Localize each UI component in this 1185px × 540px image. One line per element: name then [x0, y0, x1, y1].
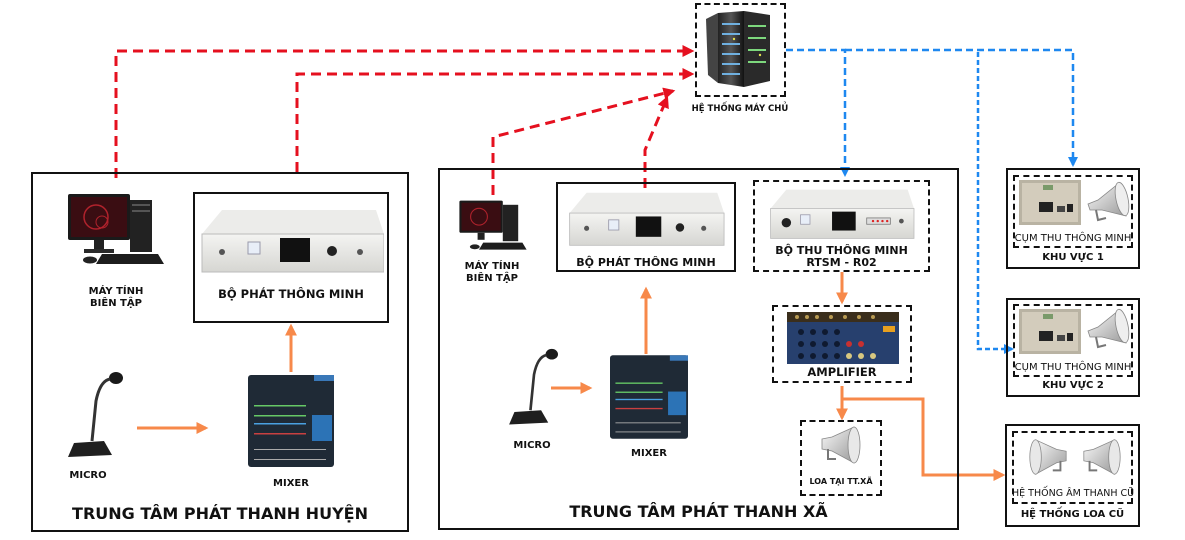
- loudspeaker-icon: [1029, 439, 1067, 475]
- server-box[interactable]: [695, 3, 786, 97]
- commune-center-title: TRUNG TÂM PHÁT THANH XÃ: [569, 502, 828, 521]
- loudspeaker-icon: [821, 426, 861, 464]
- link-district-computer-to-server: [114, 45, 695, 178]
- commune-receiver-label: BỘ THU THÔNG MINH RTSM - R02: [753, 245, 930, 269]
- audio-mixer-icon: [248, 375, 334, 467]
- commune-micro-label: MICRO: [513, 440, 551, 451]
- commune-center-box[interactable]: [438, 168, 959, 530]
- zone-2-title: KHU VỰC 2: [1042, 380, 1104, 391]
- zone-1-title: KHU VỰC 1: [1042, 252, 1104, 263]
- commune-computer-label-line1: MÁY TÍNH: [464, 261, 520, 272]
- receiver-cabinet-icon: [1019, 309, 1081, 354]
- amplifier-icon: [787, 312, 899, 364]
- zone-2-inner-label: CỤM THU THÔNG MINH: [1014, 362, 1132, 373]
- link-server-to-receiver: [786, 48, 850, 177]
- district-computer-label: MÁY TÍNH BIÊN TẬP: [66, 286, 166, 310]
- desktop-computer-icon: [68, 194, 164, 264]
- commune-local-speaker-box[interactable]: [800, 420, 882, 496]
- district-center-box[interactable]: [31, 172, 409, 532]
- commune-computer-label: MÁY TÍNH BIÊN TẬP: [452, 261, 532, 285]
- zone-2-box[interactable]: [1006, 298, 1140, 397]
- receiver-cabinet-icon: [1019, 180, 1081, 225]
- loudspeaker-icon: [1083, 439, 1121, 475]
- legacy-inner-label: HỆ THỐNG ÂM THANH CŨ: [1012, 488, 1135, 499]
- rack-transmitter-icon: [569, 192, 725, 246]
- zone-1-inner-label: CỤM THU THÔNG MINH: [1014, 233, 1132, 244]
- microphone-icon: [509, 348, 558, 425]
- loudspeaker-icon: [1087, 181, 1130, 222]
- rack-transmitter-icon: [201, 210, 384, 273]
- legacy-title: HỆ THỐNG LOA CŨ: [1020, 509, 1125, 520]
- server-label: HỆ THỐNG MÁY CHỦ: [691, 104, 789, 114]
- zone-1-inner-box: [1013, 175, 1133, 248]
- commune-local-speaker-label: LOA TẠI TT.XÃ: [809, 477, 873, 486]
- commune-mixer-label: MIXER: [631, 448, 667, 459]
- commune-transmitter-label: BỘ PHÁT THÔNG MINH: [576, 256, 716, 269]
- zone-2-inner-box: [1013, 304, 1133, 377]
- legacy-system-box[interactable]: [1005, 424, 1140, 527]
- district-computer-label-line1: MÁY TÍNH: [88, 286, 144, 297]
- desktop-computer-icon: [459, 200, 527, 250]
- commune-receiver-box[interactable]: [753, 180, 930, 272]
- district-transmitter-label: BỘ PHÁT THÔNG MINH: [218, 287, 364, 301]
- commune-transmitter-box[interactable]: [556, 182, 736, 272]
- district-transmitter-box[interactable]: [193, 192, 389, 323]
- commune-receiver-label-line1: BỘ THU THÔNG MINH: [775, 244, 908, 257]
- link-server-to-zone1: [845, 48, 1078, 167]
- server-rack-icon: [706, 11, 770, 87]
- commune-receiver-label-line2: RTSM - R02: [806, 256, 877, 269]
- link-district-transmitter-to-server: [295, 68, 695, 172]
- district-center-title: TRUNG TÂM PHÁT THANH HUYỆN: [72, 504, 368, 523]
- zone-1-box[interactable]: [1006, 168, 1140, 269]
- microphone-icon: [68, 372, 123, 457]
- commune-amplifier-label: AMPLIFIER: [807, 365, 877, 379]
- district-computer-label-line2: BIÊN TẬP: [90, 298, 142, 309]
- legacy-inner-box: [1012, 431, 1133, 504]
- rack-receiver-icon: [770, 189, 915, 239]
- commune-computer-label-line2: BIÊN TẬP: [466, 273, 518, 284]
- commune-amplifier-box[interactable]: [772, 305, 912, 383]
- district-micro-label: MICRO: [69, 470, 107, 481]
- district-mixer-label: MIXER: [273, 478, 309, 489]
- audio-mixer-icon: [610, 355, 688, 439]
- loudspeaker-icon: [1087, 308, 1130, 349]
